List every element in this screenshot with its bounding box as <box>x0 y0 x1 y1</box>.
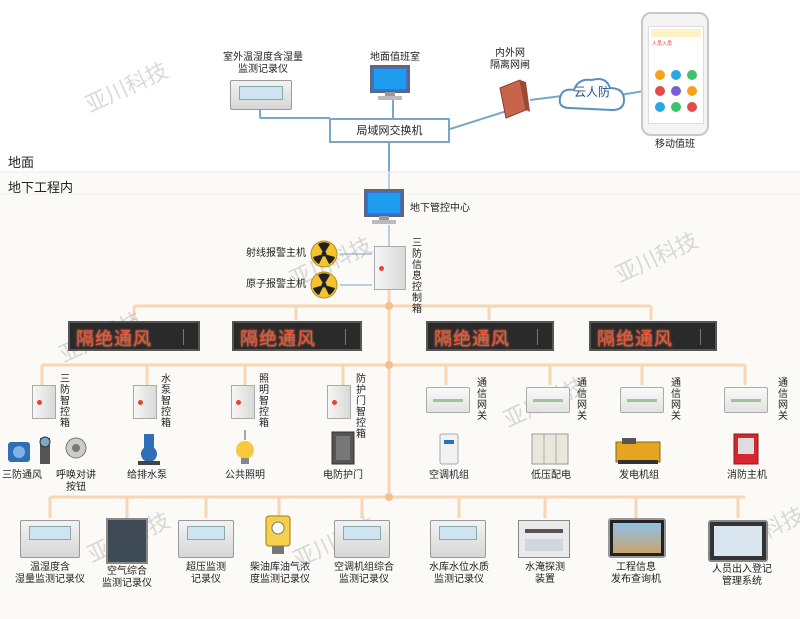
gateway-label: 通信网关 <box>577 378 587 422</box>
access-system-icon <box>708 520 768 562</box>
fire-host-icon <box>733 433 759 465</box>
mobile-phone-icon: 人员入员 <box>641 12 709 136</box>
humidity-recorder-label: 温湿度含 湿量监测记录仪 <box>15 562 85 585</box>
ac-unit-label: 空调机组 <box>429 470 469 481</box>
cloud-icon <box>558 78 626 112</box>
three-defense-box-label: 三防信息控制箱 <box>412 238 422 315</box>
low-voltage-label: 低压配电 <box>531 470 571 481</box>
three-defense-control-box <box>374 246 406 290</box>
lan-switch: 局域网交换机 <box>329 118 450 143</box>
fire-host-label: 消防主机 <box>727 470 767 481</box>
overpressure-recorder-icon <box>178 520 234 558</box>
led-panel: 隔绝通风 <box>232 321 362 351</box>
led-panel: 隔绝通风 <box>426 321 554 351</box>
air-monitor-label: 空气综合 监测记录仪 <box>102 566 152 589</box>
control-center-label: 地下管控中心 <box>410 203 470 214</box>
blast-door-icon <box>331 431 355 465</box>
water-level-recorder-icon <box>430 520 486 558</box>
light-bulb-icon <box>236 430 254 464</box>
lighting-smart-box <box>231 385 255 419</box>
ventilation-label: 三防通风 <box>2 470 42 481</box>
communication-gateway <box>724 387 768 413</box>
three-defense-smart-box <box>32 385 56 419</box>
humidity-recorder-icon <box>20 520 80 558</box>
protective-door-box-label: 防护门智控箱 <box>356 374 366 440</box>
water-pump-icon <box>138 434 160 465</box>
access-system-label: 人员出入登记 管理系统 <box>712 564 772 587</box>
isolation-gateway-label: 内外网 隔离网闸 <box>490 48 530 71</box>
lighting-box-label: 照明智控箱 <box>259 374 269 429</box>
ac-recorder-label: 空调机组综合 监测记录仪 <box>334 562 394 585</box>
radiation-icon <box>310 271 338 299</box>
gas-detector-icon <box>265 515 291 554</box>
radiation-icon <box>310 240 338 268</box>
generator-icon <box>615 438 661 464</box>
three-defense-box-label: 三防智控箱 <box>60 374 70 429</box>
outdoor-recorder-label: 室外温湿度含湿量 监测记录仪 <box>223 52 303 75</box>
switchgear-icon <box>531 433 569 465</box>
radiation-host-label: 射线报警主机 <box>246 248 306 259</box>
water-level-recorder-label: 水库水位水质 监测记录仪 <box>429 562 489 585</box>
blast-door-label: 电防护门 <box>323 470 363 481</box>
outdoor-recorder-icon <box>230 80 292 110</box>
generator-label: 发电机组 <box>619 470 659 481</box>
ground-zone-label: 地面 <box>8 156 35 171</box>
intercom-label: 呼唤对讲 按钮 <box>56 470 96 493</box>
info-kiosk-label: 工程信息 发布查询机 <box>611 562 661 585</box>
underground-zone-label: 地下工程内 <box>8 181 74 196</box>
ventilation-devices-icon <box>8 436 87 464</box>
lan-switch-label: 局域网交换机 <box>356 124 423 137</box>
drain-pump-label: 给排水泵 <box>127 470 167 481</box>
firewall-icon <box>499 79 530 119</box>
overpressure-recorder-label: 超压监测 记录仪 <box>186 562 226 585</box>
gateway-label: 通信网关 <box>778 378 788 422</box>
monitor-icon <box>370 65 410 100</box>
led-panel: 隔绝通风 <box>589 321 717 351</box>
communication-gateway <box>620 387 664 413</box>
water-pump-smart-box <box>133 385 157 419</box>
phone-screen-text: 人员入员 <box>652 41 673 47</box>
public-lighting-label: 公共照明 <box>225 470 265 481</box>
ac-recorder-icon <box>334 520 390 558</box>
gas-detector-label: 柴油库油气浓 度监测记录仪 <box>250 562 310 585</box>
communication-gateway <box>526 387 570 413</box>
air-monitor-icon <box>106 518 148 564</box>
monitor-icon <box>364 189 404 224</box>
info-kiosk-icon <box>608 518 666 558</box>
flood-detector-icon <box>518 520 570 558</box>
protective-door-smart-box <box>327 385 351 419</box>
led-panel: 隔绝通风 <box>68 321 200 351</box>
water-pump-box-label: 水泵智控箱 <box>161 374 171 429</box>
atomic-host-label: 原子报警主机 <box>246 279 306 290</box>
duty-room-label: 地面值班室 <box>370 52 420 63</box>
mobile-label: 移动值班 <box>655 139 695 150</box>
flood-detector-label: 水淹探测 装置 <box>525 562 565 585</box>
communication-gateway <box>426 387 470 413</box>
cloud-label: 云人防 <box>573 85 610 99</box>
air-conditioner-icon <box>439 433 459 465</box>
gateway-label: 通信网关 <box>477 378 487 422</box>
gateway-label: 通信网关 <box>671 378 681 422</box>
